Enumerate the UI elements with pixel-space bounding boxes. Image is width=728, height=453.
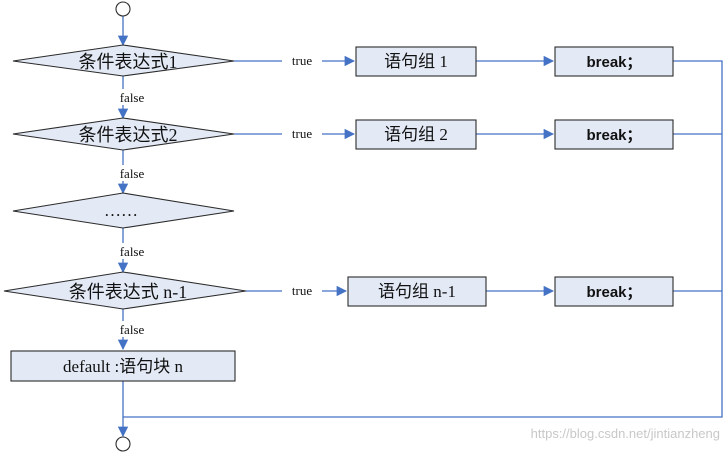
true-2-label: true [292, 126, 312, 141]
condition-1-label: 条件表达式1 [79, 52, 178, 72]
false-4-label: false [120, 322, 145, 337]
true-1-label: true [292, 53, 312, 68]
break-1-label: break； [586, 54, 641, 71]
condition-ellipsis-diamond [12, 192, 235, 229]
statement-group-n-1-label: 语句组 n-1 [378, 282, 456, 301]
false-2-label: false [120, 166, 145, 181]
false-4-label-bg [108, 321, 154, 337]
statement-group-1-box [355, 46, 477, 77]
statement-group-1-label: 语句组 1 [384, 52, 448, 71]
condition-2-label: 条件表达式2 [79, 125, 178, 145]
break1-exit-line [123, 60, 723, 418]
default-block-label: default :语句块 n [63, 357, 183, 376]
false-1-label: false [120, 90, 145, 105]
condition-1-diamond [12, 44, 235, 77]
false-1-label-bg [108, 89, 154, 105]
statement-group-2-label: 语句组 2 [384, 125, 448, 144]
statement-group-n-1-box [347, 276, 487, 307]
default-block-box [10, 350, 236, 382]
false-3-label-bg [108, 243, 154, 259]
false-2-label-bg [108, 165, 154, 181]
condition-n-1-diamond [3, 271, 247, 310]
statement-group-2-box [355, 119, 477, 150]
condition-ellipsis-label: …… [104, 201, 138, 220]
break-n-1-box [554, 276, 674, 307]
condition-2-diamond [12, 117, 235, 151]
true-n-1-label: true [292, 283, 312, 298]
condition-n-1-label: 条件表达式 n-1 [69, 282, 188, 302]
break-2-label: break； [586, 127, 641, 144]
true-1-label-bg [282, 52, 322, 68]
break-2-box [554, 119, 674, 150]
true-2-label-bg [282, 125, 322, 141]
start-terminal [115, 1, 131, 17]
end-terminal [115, 436, 131, 452]
connectors [117, 16, 723, 438]
true-n-1-label-bg [282, 282, 322, 298]
watermark-text: https://blog.csdn.net/jintianzheng [531, 426, 720, 441]
false-3-label: false [120, 244, 145, 259]
break-n-1-label: break； [586, 284, 641, 301]
break-1-box [554, 46, 674, 77]
